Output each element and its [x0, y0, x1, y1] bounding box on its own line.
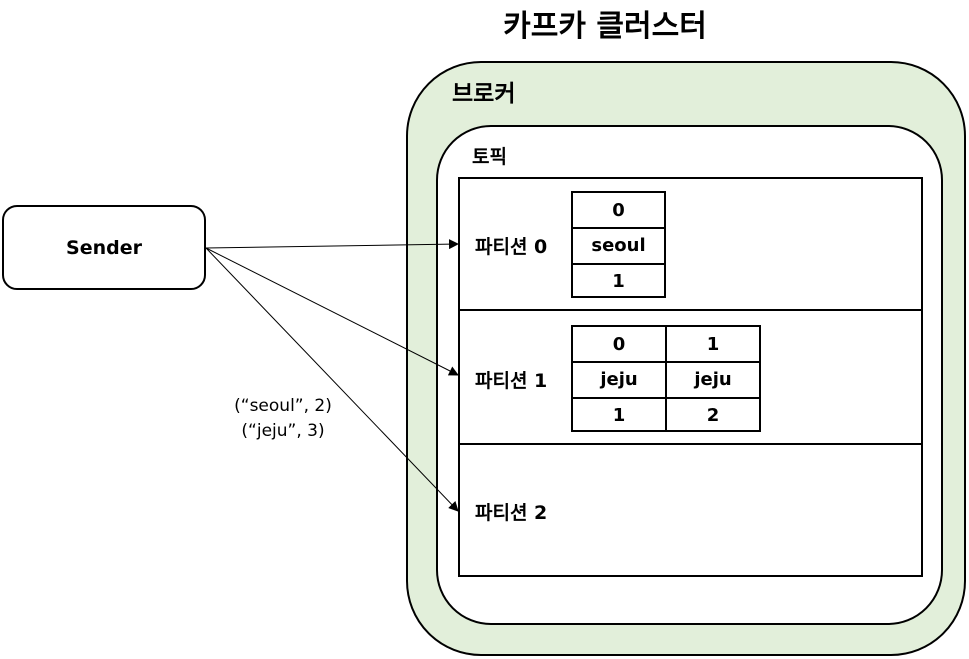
- arrow-to-partition-1: [205, 247, 459, 376]
- segment-divider: [573, 397, 665, 399]
- segment-offset: 0: [612, 334, 626, 355]
- arrow-to-partition-0: [205, 239, 459, 250]
- partition-0-label: 파티션 0: [475, 236, 548, 258]
- segment-offset: 0: [612, 200, 625, 221]
- sender-box: Sender: [2, 205, 206, 290]
- segment-key: jeju: [694, 369, 732, 390]
- segment-divider: [667, 397, 759, 399]
- segment-value: 1: [612, 271, 625, 292]
- segment-divider: [667, 361, 759, 363]
- partition-1-segment-1: 1 jeju 2: [665, 325, 761, 432]
- sender-label: Sender: [66, 236, 142, 259]
- segment-offset: 1: [706, 334, 720, 355]
- segment-divider: [573, 263, 664, 265]
- topic-label: 토픽: [472, 146, 507, 168]
- cluster-title: 카프카 클러스터: [503, 9, 707, 44]
- segment-key: seoul: [591, 235, 646, 256]
- message-label-seoul: (“seoul”, 2): [234, 396, 332, 416]
- broker-label: 브로커: [452, 81, 516, 107]
- segment-divider: [573, 361, 665, 363]
- message-label-jeju: (“jeju”, 3): [241, 421, 325, 441]
- partition-1-segment-0: 0 jeju 1: [571, 325, 667, 432]
- partition-0-segment-0: 0 seoul 1: [571, 191, 666, 298]
- segment-value: 2: [706, 405, 720, 426]
- partition-2-box: [458, 443, 923, 577]
- arrow-to-partition-2: [205, 247, 459, 512]
- segment-divider: [573, 227, 664, 229]
- partition-1-label: 파티션 1: [475, 370, 548, 392]
- partition-2-label: 파티션 2: [475, 502, 548, 524]
- segment-value: 1: [612, 405, 626, 426]
- segment-key: jeju: [600, 369, 638, 390]
